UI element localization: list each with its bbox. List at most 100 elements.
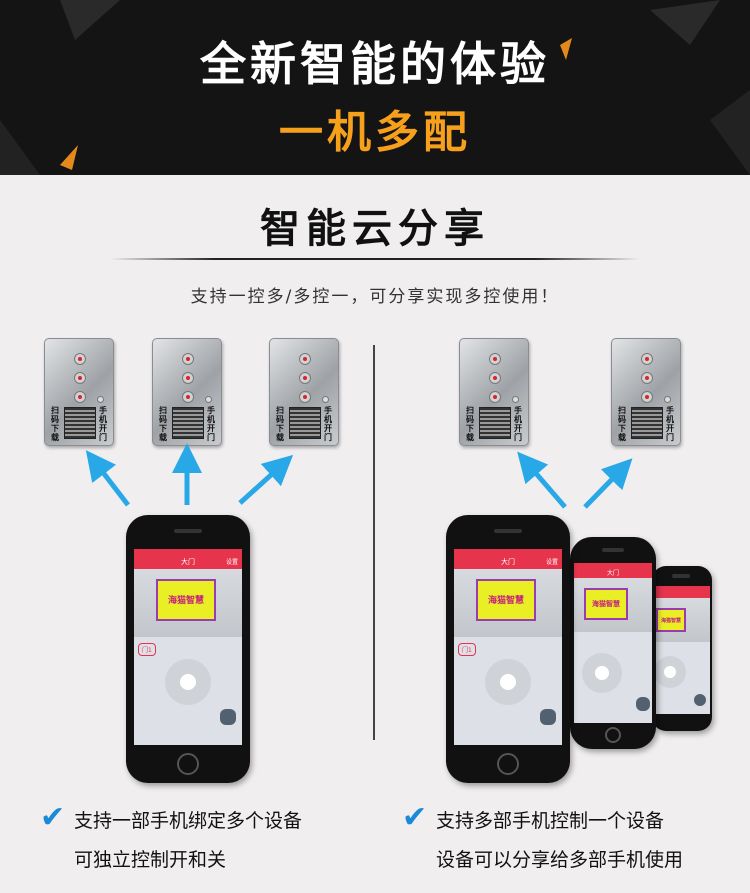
wall-panel-right-1: 扫码下载 手机开门 [459,338,529,446]
arrow-icon [583,458,633,509]
arrow-icon [85,450,130,507]
up-button-icon [182,353,194,365]
wall-panel-left-2: 扫码下载 手机开门 [152,338,222,446]
app-screen: 大门 海猫智慧 [574,563,652,723]
left-caption-line1: 支持一部手机绑定多个设备 [74,810,303,832]
shop-sign: 海猫智慧 [476,579,536,621]
center-divider [373,345,375,740]
screen-title: 大门 [181,558,195,566]
direction-pad-center[interactable] [500,674,516,690]
indicator-icon [512,396,519,403]
home-button[interactable] [497,753,519,775]
qr-code-icon [64,407,96,439]
door-chip[interactable]: 门1 [458,643,476,656]
speaker-icon [602,548,624,552]
sign-text: 海猫智慧 [660,618,681,624]
indicator-icon [205,396,212,403]
hero-image: 海猫智慧 [134,569,242,637]
panel-label-left: 扫码下载 [618,406,626,442]
header-subtitle: 一机多配 [279,107,471,158]
phone-right-middle: 大门 海猫智慧 [570,537,656,749]
decorative-shards [0,0,750,175]
home-button[interactable] [605,727,621,743]
sign-text: 海猫智慧 [592,600,620,608]
direction-pad-center[interactable] [180,674,196,690]
qr-code-icon [631,407,663,439]
sign-text: 海猫智慧 [167,596,204,606]
hero-image: 海猫智慧 [652,598,710,642]
screen-action[interactable]: 设置 [225,559,238,566]
stop-button-icon [299,372,311,384]
stop-button-icon [182,372,194,384]
wall-panel-right-2: 扫码下载 手机开门 [611,338,681,446]
door-chip[interactable]: 门1 [138,643,156,656]
stop-button-icon [489,372,501,384]
right-caption-line2: 设备可以分享给多部手机使用 [436,849,684,871]
qr-code-icon [289,407,321,439]
direction-pad-center[interactable] [595,666,609,680]
app-topbar [652,586,710,598]
header-banner: 全新智能的体验 一机多配 [0,0,750,175]
shop-sign: 海猫智慧 [584,588,628,620]
check-icon: ✔ [402,800,428,835]
app-topbar: 大门 [574,563,652,578]
app-screen: 海猫智慧 [652,586,710,714]
direction-pad[interactable] [654,656,686,688]
panel-label-right: 手机开门 [666,406,674,442]
direction-pad-center[interactable] [664,666,676,678]
stop-button-icon [641,372,653,384]
screen-action[interactable]: 设置 [545,559,558,566]
qr-code-icon [479,407,511,439]
right-caption-line1: 支持多部手机控制一个设备 [436,810,665,832]
title-underline [110,258,640,260]
remote-button[interactable] [694,694,706,706]
phone-right-front: 大门 设置 海猫智慧 门1 [446,515,570,783]
panel-label-right: 手机开门 [207,406,215,442]
hero-image: 海猫智慧 [574,578,652,632]
up-button-icon [74,353,86,365]
screen-title: 大门 [606,570,619,577]
wall-panel-left-3: 扫码下载 手机开门 [269,338,339,446]
app-topbar: 大门 设置 [454,549,562,569]
arrow-icon [238,454,294,505]
sign-text: 海猫智慧 [487,596,524,606]
up-button-icon [641,353,653,365]
hero-image: 海猫智慧 [454,569,562,637]
direction-pad[interactable] [485,659,531,705]
app-screen: 大门 设置 海猫智慧 门1 [454,549,562,745]
section-description: 支持一控多/多控一，可分享实现多控使用！ [190,287,560,307]
indicator-icon [97,396,104,403]
up-button-icon [489,353,501,365]
remote-button[interactable] [636,697,650,711]
shop-sign: 海猫智慧 [656,608,686,632]
remote-button[interactable] [220,709,236,725]
left-caption-line2: 可独立控制开和关 [74,849,227,871]
down-button-icon [299,391,311,403]
down-button-icon [182,391,194,403]
shop-sign: 海猫智慧 [156,579,216,621]
stop-button-icon [74,372,86,384]
app-topbar: 大门 设置 [134,549,242,569]
phone-right-back: 海猫智慧 [652,566,712,731]
indicator-icon [664,396,671,403]
app-screen: 大门 设置 海猫智慧 门1 [134,549,242,745]
panel-label-right: 手机开门 [99,406,107,442]
direction-pad[interactable] [165,659,211,705]
panel-label-left: 扫码下载 [159,406,167,442]
qr-code-icon [172,407,204,439]
speaker-icon [494,529,522,533]
screen-title: 大门 [501,558,515,566]
speaker-icon [672,574,690,578]
arrow-icon [517,451,567,509]
direction-pad[interactable] [582,653,622,693]
home-button[interactable] [177,753,199,775]
down-button-icon [74,391,86,403]
panel-label-right: 手机开门 [324,406,332,442]
section-title: 智能云分享 [260,206,490,252]
remote-button[interactable] [540,709,556,725]
panel-label-right: 手机开门 [514,406,522,442]
panel-label-left: 扫码下载 [466,406,474,442]
indicator-icon [322,396,329,403]
down-button-icon [489,391,501,403]
